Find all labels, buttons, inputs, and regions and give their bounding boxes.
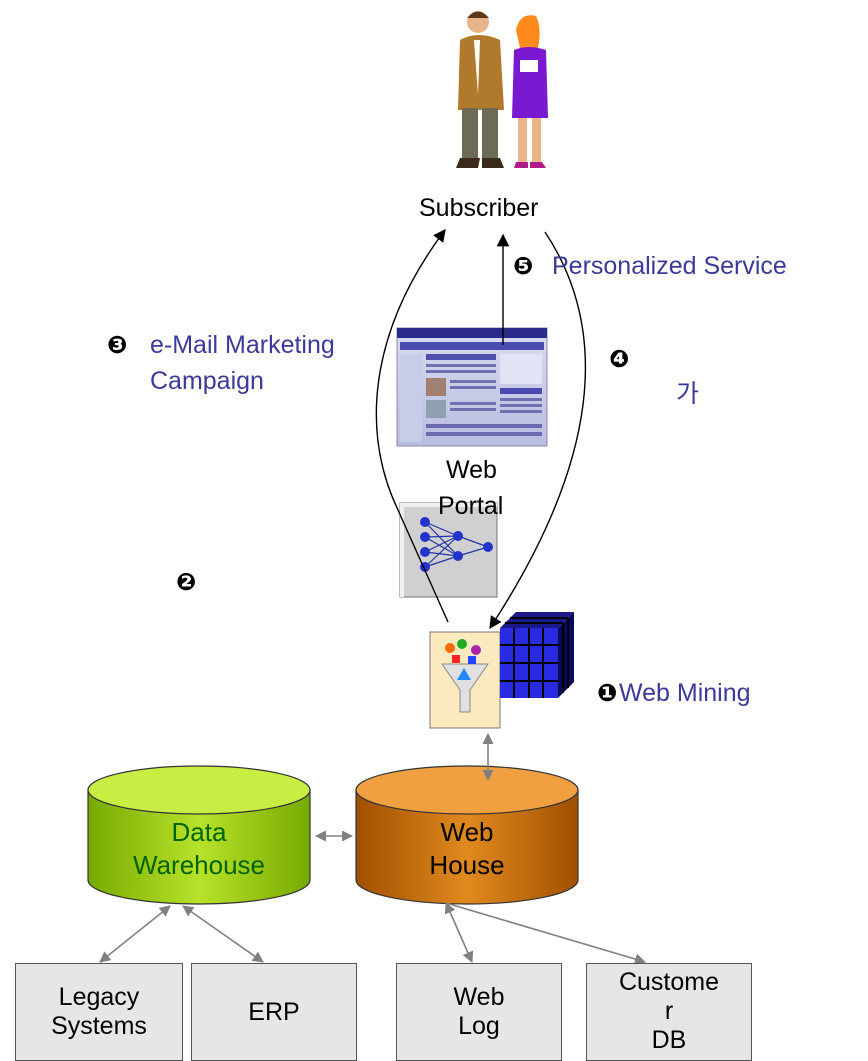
data-cube-icon bbox=[500, 612, 574, 698]
data-warehouse-line2: Warehouse bbox=[133, 849, 265, 880]
data-warehouse-cylinder bbox=[87, 765, 311, 905]
data-warehouse-label: Data Warehouse bbox=[88, 816, 310, 881]
web-house-line1: Web bbox=[440, 817, 494, 847]
source-customerdb-line2: r bbox=[664, 996, 674, 1025]
web-house-line2: House bbox=[429, 849, 505, 880]
source-box-legacy-systems: Legacy Systems bbox=[15, 963, 183, 1061]
subscriber-label: Subscriber bbox=[419, 194, 539, 222]
source-customerdb-line1: Custome bbox=[618, 968, 720, 996]
data-mining-funnel-icon bbox=[429, 631, 501, 729]
source-box-customer-db: Custome r DB bbox=[586, 963, 752, 1061]
step1-label: Web Mining bbox=[619, 679, 751, 707]
gray-connectors bbox=[99, 732, 647, 965]
neural-network-icon bbox=[399, 502, 498, 598]
source-weblog-line2: Log bbox=[458, 1012, 500, 1040]
step5-marker: ❺ bbox=[513, 253, 534, 280]
web-portal-label-line2: Portal bbox=[438, 492, 504, 520]
subscriber-people-icon bbox=[456, 11, 548, 168]
flow-arrows bbox=[375, 228, 587, 630]
web-house-cylinder bbox=[355, 765, 579, 905]
step4-label: 가 bbox=[676, 380, 700, 408]
step5-label: Personalized Service bbox=[552, 252, 787, 280]
step3-label-line2: Campaign bbox=[150, 367, 264, 395]
source-box-web-log: Web Log bbox=[396, 963, 562, 1061]
source-box-erp: ERP bbox=[191, 963, 357, 1061]
source-weblog-line1: Web bbox=[453, 983, 505, 1012]
step3-marker: ❸ bbox=[107, 332, 128, 359]
source-legacy-line2: Systems bbox=[51, 1012, 147, 1040]
step3-label-line1: e-Mail Marketing bbox=[150, 331, 335, 359]
step4-marker: ❹ bbox=[609, 346, 630, 373]
source-customerdb-line3: DB bbox=[651, 1025, 687, 1054]
step2-marker: ❷ bbox=[176, 569, 197, 596]
step1-marker: ❶ bbox=[597, 680, 618, 707]
source-erp-line1: ERP bbox=[248, 997, 300, 1026]
data-warehouse-line1: Data bbox=[171, 817, 227, 847]
web-portal-screenshot-icon bbox=[396, 327, 548, 447]
web-portal-label-line1: Web bbox=[446, 456, 497, 484]
web-house-label: Web House bbox=[356, 816, 578, 881]
source-legacy-line1: Legacy bbox=[58, 983, 140, 1012]
